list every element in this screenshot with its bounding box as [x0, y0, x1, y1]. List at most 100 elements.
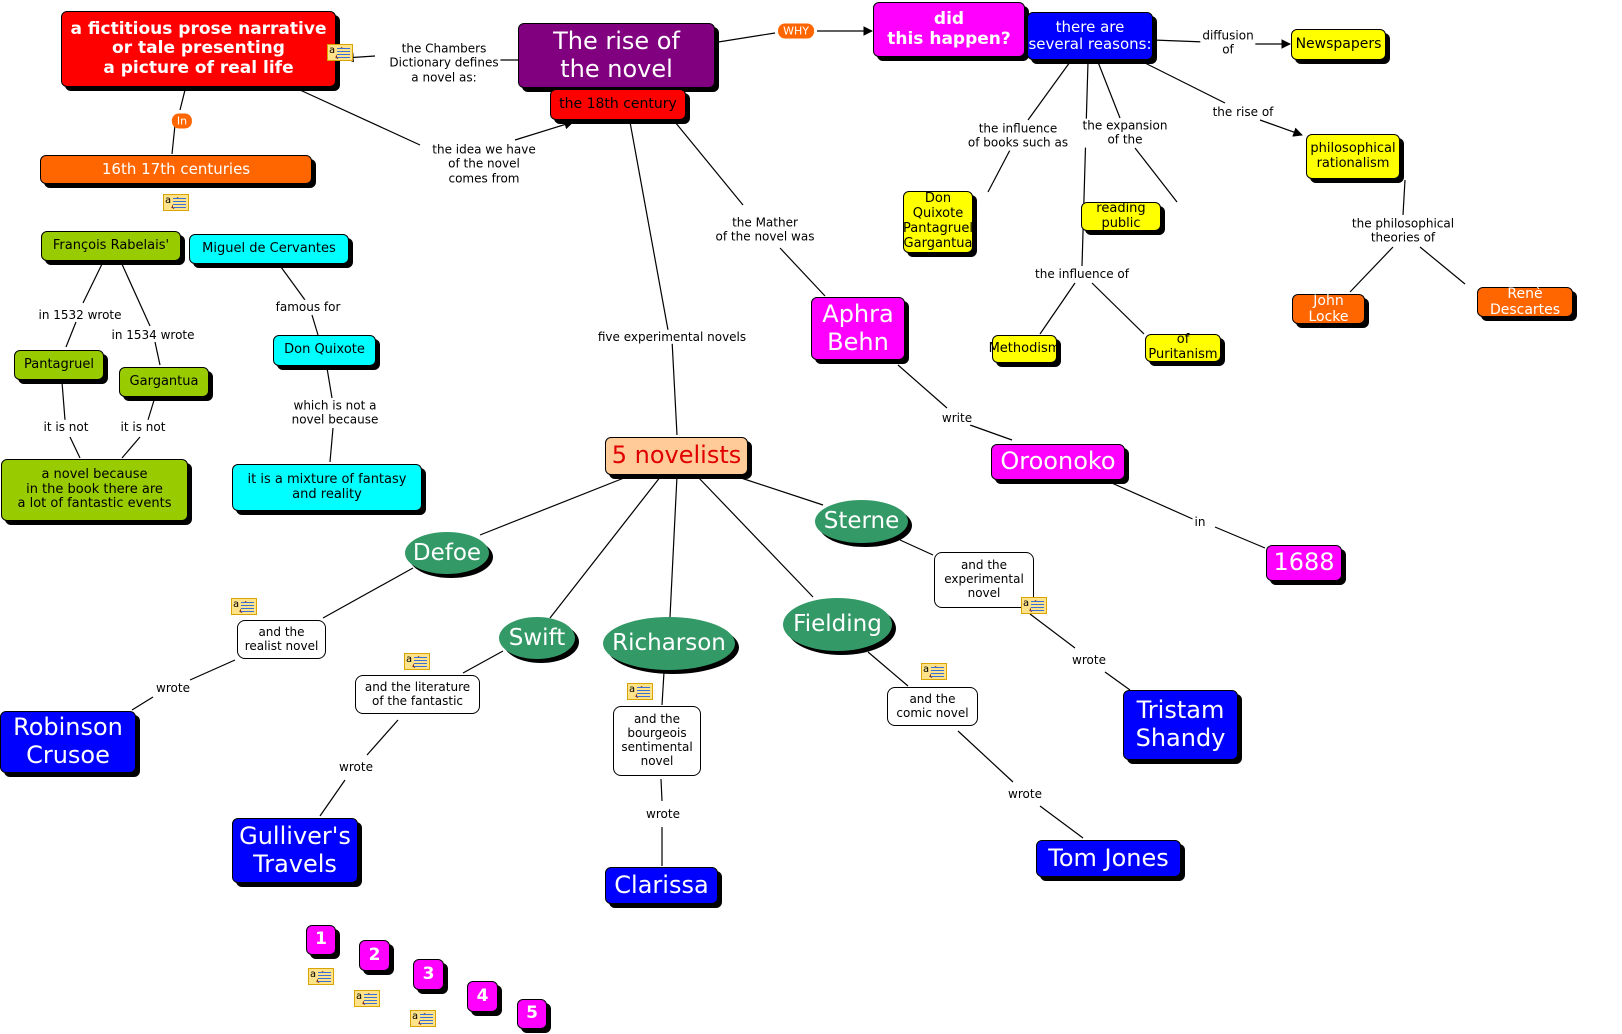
link-nov-fielding: [696, 475, 814, 598]
link-1534-gargantua: [154, 341, 161, 366]
node-books-list[interactable]: Don Quixote Pantagruel Gargantua: [903, 191, 973, 253]
node-number-3[interactable]: 3: [413, 959, 444, 990]
node-pantagruel[interactable]: Pantagruel: [14, 350, 104, 380]
node-number-2[interactable]: 2: [359, 940, 390, 971]
node-sterne[interactable]: Sterne: [815, 500, 908, 543]
link-reasons-influenceof: [1081, 61, 1089, 267]
node-number-5[interactable]: 5: [517, 999, 547, 1029]
label-famous-for: famous for: [273, 299, 343, 315]
annotation-note-icon[interactable]: a: [354, 990, 380, 1007]
link-wrote-robinson: [131, 696, 154, 711]
node-rene-descartes[interactable]: Renè Descartes: [1477, 286, 1573, 318]
link-theories-locke: [1349, 246, 1394, 293]
node-gargantua[interactable]: Gargantua: [119, 367, 209, 397]
link-influenceof-methodism: [1039, 282, 1076, 335]
node-methodism[interactable]: Methodism: [989, 335, 1060, 363]
annotation-note-icon[interactable]: a: [410, 1010, 436, 1027]
node-5-novelists[interactable]: 5 novelists: [605, 437, 748, 475]
node-puritanism[interactable]: of Puritanism: [1145, 332, 1221, 362]
node-fielding[interactable]: Fielding: [783, 598, 892, 651]
node-philosophical-rationalism[interactable]: philosophical rationalism: [1306, 134, 1400, 179]
link-itisnot-novel1: [69, 436, 81, 459]
node-rabelais[interactable]: François Rabelais': [41, 231, 181, 261]
label-chambers: the Chambers Dictionary defines a novel …: [387, 41, 501, 85]
annotation-note-icon[interactable]: a: [308, 968, 334, 985]
link-nov-richarson: [669, 475, 678, 618]
link-swift-fantastic: [462, 650, 504, 674]
label-wrote-robinson: wrote: [154, 680, 192, 696]
label-wrote-gulliver: wrote: [337, 759, 375, 775]
node-richarson[interactable]: Richarson: [603, 617, 735, 670]
link-pantagruel-itisnot: [61, 381, 66, 421]
node-experimental-novel[interactable]: and the experimental novel: [934, 552, 1034, 608]
link-nov-swift: [549, 475, 662, 619]
link-defoe-realist: [322, 567, 414, 619]
link-reasons-infbooks: [1027, 61, 1071, 121]
link-famous-dq: [311, 314, 319, 336]
node-clarissa[interactable]: Clarissa: [605, 867, 718, 904]
node-did-this-happen[interactable]: did this happen?: [873, 2, 1025, 57]
label-in: In: [171, 113, 193, 129]
link-wrote-gulliver: [319, 779, 346, 817]
annotation-note-icon[interactable]: a: [1021, 597, 1047, 614]
node-not-novel-reason[interactable]: a novel because in the book there are a …: [1, 459, 188, 521]
label-influence-of: the influence of: [1033, 266, 1131, 282]
node-1688[interactable]: 1688: [1266, 545, 1342, 581]
link-theories-descartes: [1419, 246, 1466, 285]
node-robinson-crusoe[interactable]: Robinson Crusoe: [0, 711, 136, 773]
node-number-4[interactable]: 4: [467, 981, 498, 1012]
node-tom-jones[interactable]: Tom Jones: [1036, 840, 1181, 877]
link-definition-in: [179, 89, 186, 111]
link-1532-pantagruel: [65, 321, 77, 348]
node-reading-public[interactable]: reading public: [1081, 201, 1161, 231]
node-rise-of-the-novel[interactable]: The rise of the novel: [518, 23, 715, 88]
link-dq-which: [326, 367, 333, 399]
link-oroonoko-in: [1104, 479, 1196, 521]
node-gullivers-travels[interactable]: Gulliver's Travels: [232, 818, 358, 883]
link-gargantua-itisnot: [147, 396, 156, 421]
node-newspapers[interactable]: Newspapers: [1291, 29, 1386, 60]
node-bourgeois-novel[interactable]: and the bourgeois sentimental novel: [613, 706, 701, 776]
node-cervantes[interactable]: Miguel de Cervantes: [189, 234, 349, 264]
link-bourgeois-wrote: [660, 778, 663, 802]
node-defoe[interactable]: Defoe: [405, 532, 489, 574]
link-sterne-experimental: [899, 539, 934, 556]
node-john-locke[interactable]: John Locke: [1292, 293, 1365, 325]
annotation-note-icon[interactable]: a: [163, 194, 189, 211]
node-literature-fantastic[interactable]: and the literature of the fantastic: [355, 675, 480, 714]
node-mixture[interactable]: it is a mixture of fantasy and reality: [232, 464, 422, 511]
link-infbooks-dq: [987, 149, 1011, 193]
label-philosophical-theories: the philosophical theories of: [1349, 216, 1457, 246]
node-definition[interactable]: a fictitious prose narrative or tale pre…: [61, 11, 336, 87]
node-several-reasons[interactable]: there are several reasons:: [1027, 12, 1153, 60]
link-richarson-bourgeois: [661, 671, 665, 706]
link-wrote-tristram: [1104, 671, 1131, 691]
link-aphra-write: [897, 364, 948, 409]
annotation-note-icon[interactable]: a: [627, 683, 653, 700]
node-centuries[interactable]: 16th 17th centuries: [40, 155, 312, 184]
link-reasons-riseof: [1142, 61, 1226, 104]
link-five-novelists: [671, 339, 678, 436]
label-mather: the Mather of the novel was: [713, 215, 817, 245]
node-oroonoko[interactable]: Oroonoko: [991, 444, 1125, 480]
annotation-note-icon[interactable]: a: [404, 653, 430, 670]
annotation-note-icon[interactable]: a: [231, 598, 257, 615]
annotation-note-icon[interactable]: a: [921, 663, 947, 680]
annotation-note-icon[interactable]: a: [327, 44, 353, 61]
node-don-quixote[interactable]: Don Quixote: [273, 335, 376, 366]
link-write-oroonoko: [969, 424, 1013, 441]
link-realist-wrote: [189, 659, 236, 681]
node-realist-novel[interactable]: and the realist novel: [237, 620, 326, 659]
node-swift[interactable]: Swift: [499, 617, 575, 659]
label-in-year: in: [1192, 514, 1208, 530]
node-aphra-behn[interactable]: Aphra Behn: [811, 297, 905, 360]
node-18th-century[interactable]: the 18th century: [550, 89, 686, 120]
label-influence-books: the influence of books such as: [965, 121, 1071, 151]
node-number-1[interactable]: 1: [306, 925, 336, 955]
node-comic-novel[interactable]: and the comic novel: [887, 687, 978, 726]
link-nov-sterne: [734, 475, 824, 506]
link-rise-why: [711, 32, 776, 44]
node-tristram-shandy[interactable]: Tristam Shandy: [1123, 690, 1238, 760]
link-reasons-expansion: [1097, 61, 1121, 119]
link-fantastic-wrote: [366, 719, 399, 756]
